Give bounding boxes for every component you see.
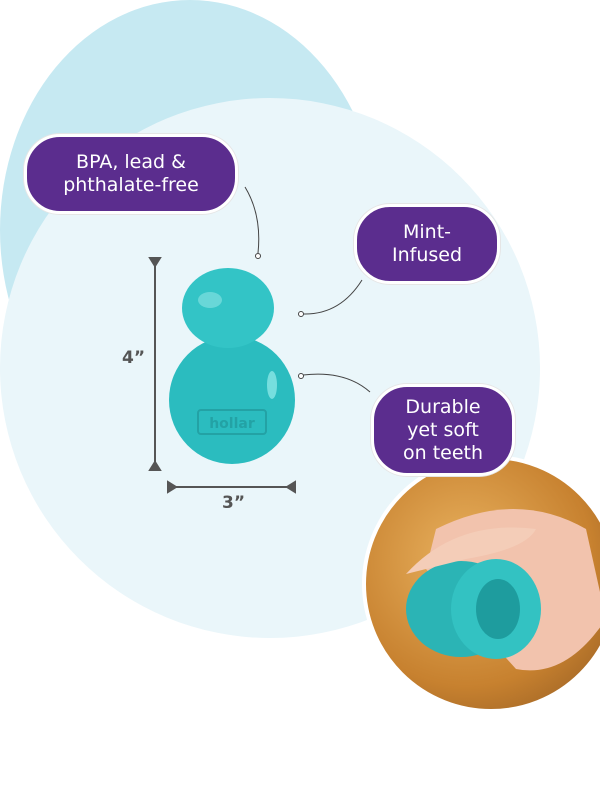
height-dimension-line bbox=[148, 257, 162, 471]
callout-bpa-free: BPA, lead &phthalate-free bbox=[24, 134, 238, 214]
callout-line: Durable bbox=[405, 395, 481, 418]
svg-text:hollar: hollar bbox=[209, 416, 255, 432]
height-label: 4” bbox=[122, 348, 146, 368]
teal-toy-image: hollar bbox=[169, 268, 295, 464]
callout-line: on teeth bbox=[402, 441, 484, 464]
callout-mint-infused: Mint-Infused bbox=[354, 204, 500, 284]
callout-line: Infused bbox=[391, 244, 463, 266]
callout-connectors bbox=[244, 186, 371, 393]
width-dimension-line bbox=[167, 480, 296, 494]
callout-line: yet soft bbox=[407, 418, 479, 441]
callout-line: Mint- bbox=[402, 221, 452, 243]
callout-line: phthalate-free bbox=[63, 174, 199, 196]
hand-squeezing-toy-photo bbox=[362, 455, 600, 713]
callout-line: BPA, lead & bbox=[76, 151, 186, 173]
width-label: 3” bbox=[222, 493, 246, 513]
